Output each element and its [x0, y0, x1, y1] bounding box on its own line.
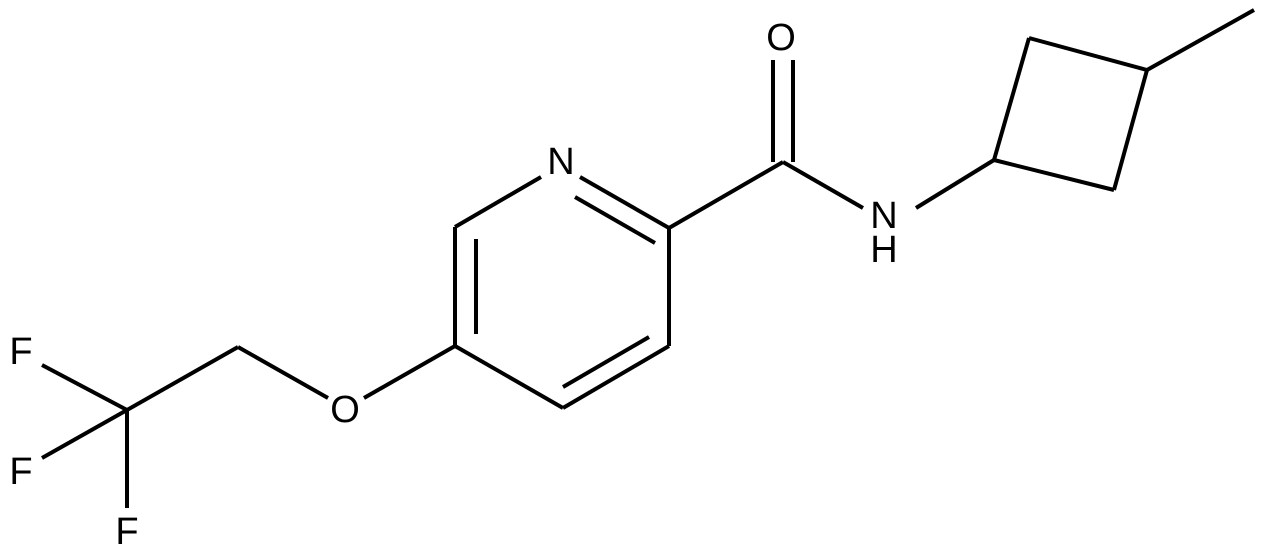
- ether-oxygen-label: O: [330, 389, 360, 431]
- fluorine-top-label: F: [9, 331, 32, 373]
- carbonyl-oxygen-label: O: [766, 17, 796, 59]
- bond-ch2-cf3: [126, 345, 239, 412]
- bond-carbonyl-n: [782, 160, 864, 210]
- fluorine-left-label: F: [9, 451, 32, 493]
- bond-c3-c4-inner: [561, 335, 651, 389]
- bond-c4-c5: [454, 344, 564, 410]
- bond-c2-carbonyl: [667, 160, 785, 230]
- bond-cf3-f-left: [41, 408, 128, 460]
- bond-cf3-f-top: [41, 363, 128, 412]
- bond-cb3-methyl: [1146, 8, 1255, 72]
- bond-c5-ether-o: [363, 344, 456, 400]
- bond-cb1-cb2: [992, 37, 1031, 161]
- pyridine-nitrogen-label: N: [547, 141, 574, 183]
- bond-cb2-cb3: [1028, 36, 1148, 72]
- amide-hydrogen-label: H: [870, 229, 897, 271]
- bond-cb3-cb4: [1112, 69, 1149, 191]
- bond-n1-c2-inner: [574, 195, 656, 245]
- bond-n-cyclobutyl: [914, 158, 996, 210]
- amide-nitrogen-label: N: [870, 195, 897, 237]
- bond-n1-c2: [579, 175, 670, 230]
- fluorine-bottom-label: F: [115, 511, 138, 553]
- bond-c6-n1: [453, 175, 543, 229]
- bond-cb4-cb1: [993, 158, 1115, 192]
- bond-c3-c4: [561, 344, 671, 410]
- bond-ether-o-ch2: [237, 345, 329, 400]
